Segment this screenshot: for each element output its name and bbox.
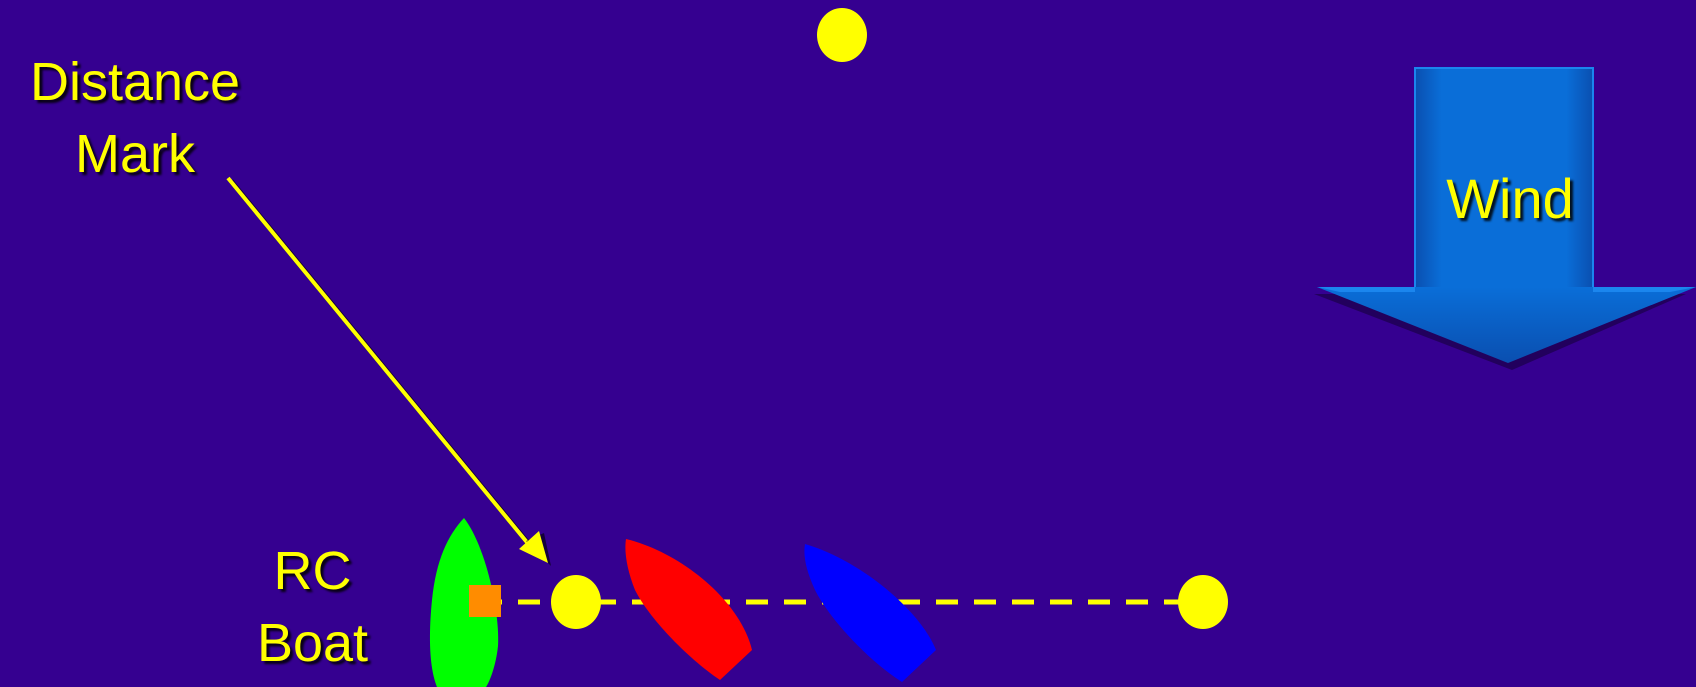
rc-boat-flag <box>469 585 501 617</box>
rc-boat-label-line1: RC <box>225 535 400 607</box>
wind-label: Wind <box>1410 163 1610 235</box>
red-boat <box>625 539 752 680</box>
distance-mark-label-line1: Distance <box>0 46 270 118</box>
blue-boat <box>804 544 936 682</box>
windward-mark <box>817 8 867 62</box>
distance-mark-label: Distance Mark <box>0 46 270 190</box>
rc-boat-label: RC Boat <box>225 535 400 679</box>
distance-mark-label-line2: Mark <box>0 118 270 190</box>
rc-boat-label-line2: Boat <box>225 607 400 679</box>
pointer-arrow-line <box>228 178 530 546</box>
pin-end-mark <box>1178 575 1228 629</box>
distance-mark <box>551 575 601 629</box>
